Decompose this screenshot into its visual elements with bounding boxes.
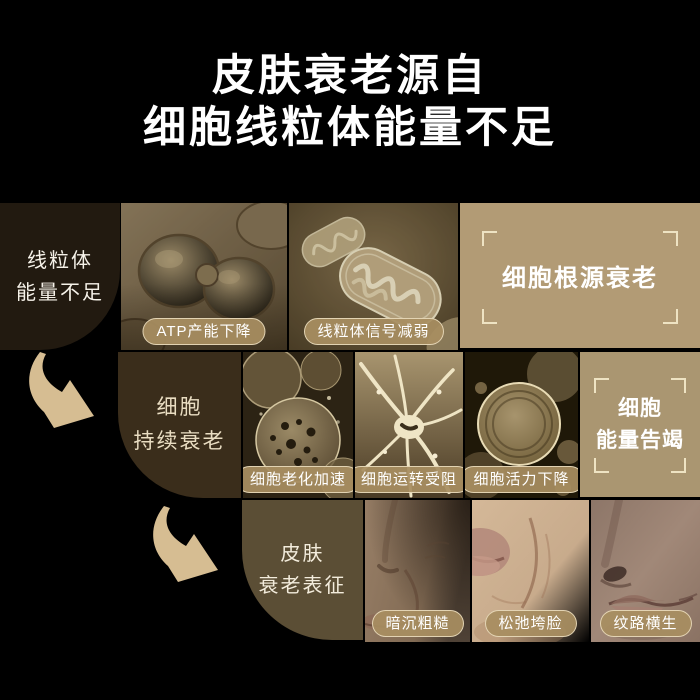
caption-pill: 细胞活力下降 — [465, 466, 578, 493]
stage-1-label-line-2: 能量不足 — [16, 281, 104, 304]
stage-1-label: 线粒体 能量不足 — [0, 203, 120, 350]
neuron-image: 细胞运转受阻 — [355, 352, 463, 498]
caption-pill: ATP产能下降 — [142, 318, 266, 345]
stage-3-label: 皮肤 衰老表征 — [242, 500, 363, 640]
dividing-cells-image: ATP产能下降 — [121, 203, 287, 350]
wrinkled-lips-image: 纹路横生 — [591, 500, 700, 642]
stage-2-label-line-1: 细胞 — [156, 396, 203, 420]
stage-3-label-line-2: 衰老表征 — [258, 575, 347, 597]
stage-2-label-line-2: 持续衰老 — [133, 430, 226, 453]
caption-pill: 纹路横生 — [599, 610, 692, 637]
result-box-2-line-1: 细胞 — [618, 397, 662, 420]
aging-cells-image: 细胞老化加速 — [243, 352, 353, 498]
cell-sphere-image: 细胞活力下降 — [465, 352, 578, 498]
caption-pill: 细胞运转受阻 — [355, 466, 463, 493]
result-box-cell-root-aging: 细胞根源衰老 — [460, 203, 700, 348]
dull-rough-skin-image: 暗沉粗糙 — [365, 500, 470, 642]
result-box-1-text: 细胞根源衰老 — [502, 265, 658, 292]
main-title-line-1: 皮肤衰老源自 — [212, 52, 488, 100]
stage-3-label-line-1: 皮肤 — [280, 543, 325, 565]
curved-arrow-glyph — [153, 506, 218, 582]
caption-pill: 线粒体信号减弱 — [303, 318, 444, 345]
sagging-face-image: 松弛垮脸 — [472, 500, 589, 642]
curved-arrow-icon — [24, 352, 96, 432]
caption-pill: 松弛垮脸 — [484, 610, 577, 637]
result-box-2-line-2: 能量告竭 — [596, 428, 684, 452]
result-box-cell-energy-exhausted: 细胞 能量告竭 — [580, 352, 700, 497]
main-title-line-2: 细胞线粒体能量不足 — [143, 104, 557, 153]
caption-pill: 暗沉粗糙 — [371, 610, 464, 637]
curved-arrow-glyph — [29, 352, 94, 428]
main-title: 皮肤衰老源自 细胞线粒体能量不足 — [0, 50, 700, 155]
stage-2-label: 细胞 持续衰老 — [118, 352, 241, 498]
caption-pill: 细胞老化加速 — [243, 466, 353, 493]
stage-1-label-line-1: 线粒体 — [27, 249, 93, 272]
mitochondria-image: 线粒体信号减弱 — [289, 203, 458, 350]
curved-arrow-icon — [148, 506, 220, 586]
